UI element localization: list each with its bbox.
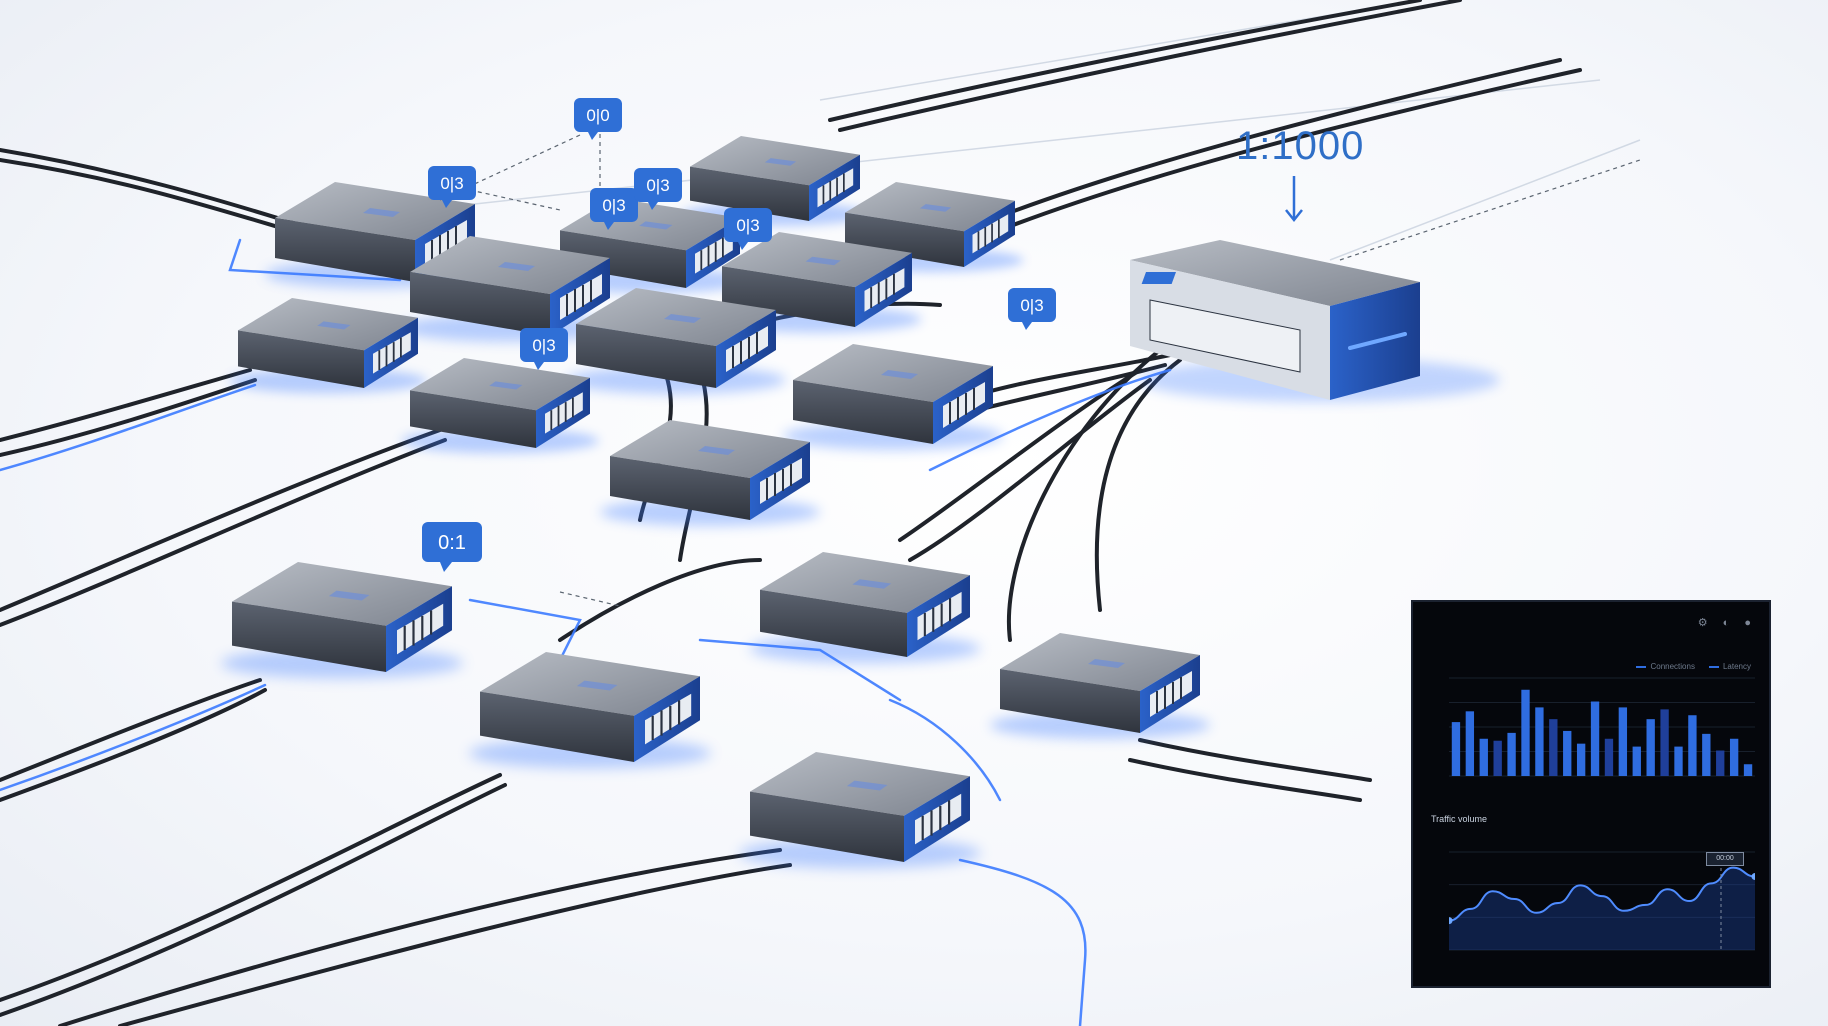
status-bubble[interactable]: 0|3 <box>1008 288 1056 330</box>
line-area <box>1449 867 1755 950</box>
bar <box>1729 738 1739 776</box>
bar <box>1576 743 1586 776</box>
bar <box>1604 738 1614 776</box>
scale-ratio-label: 1:1000 <box>1236 124 1365 168</box>
bubble-label: 0|3 <box>736 216 759 235</box>
status-bubble[interactable]: 0|3 <box>520 328 568 370</box>
bubble-label: 0|3 <box>440 174 463 193</box>
legend-item: Connections <box>1636 662 1694 671</box>
status-bubble[interactable]: 0|0 <box>574 98 622 140</box>
bar <box>1688 715 1697 776</box>
core-router <box>1130 240 1500 402</box>
bubble-label: 0|3 <box>646 176 669 195</box>
arrow-down-icon <box>1285 176 1303 223</box>
status-bubble[interactable]: 0|3 <box>590 188 638 230</box>
line-chart <box>1449 851 1755 951</box>
status-bubble[interactable]: 0:1 <box>422 522 482 572</box>
bar-chart <box>1449 677 1755 777</box>
chart-tooltip: 00:00 <box>1706 852 1744 866</box>
bar <box>1535 707 1544 776</box>
bar <box>1743 764 1753 776</box>
bar <box>1674 746 1683 776</box>
bar <box>1702 733 1711 776</box>
bar <box>1507 732 1516 776</box>
bar <box>1493 740 1502 776</box>
bar <box>1451 722 1461 776</box>
bubble-label: 0|3 <box>602 196 625 215</box>
bubble-label: 0:1 <box>438 532 466 554</box>
cables <box>0 0 1582 1026</box>
bar <box>1716 750 1725 776</box>
status-bubble[interactable]: 0|3 <box>634 168 682 210</box>
bar <box>1521 689 1530 776</box>
chart-legend: Connections Latency <box>1636 662 1751 671</box>
status-bubble[interactable]: 0|3 <box>428 166 476 208</box>
bubble-label: 0|3 <box>532 336 555 355</box>
series-line <box>1449 866 1755 922</box>
bar <box>1660 709 1669 776</box>
line-point <box>1751 873 1755 880</box>
bar <box>1618 707 1628 776</box>
line-point <box>1449 917 1453 925</box>
bar <box>1590 701 1600 776</box>
bubble-label: 0|0 <box>586 106 609 125</box>
bar <box>1563 730 1572 776</box>
panel-toolbar-icons[interactable]: ⚙ ◐ ● <box>1697 617 1757 629</box>
bubble-label: 0|3 <box>1020 296 1043 315</box>
monitoring-panel: ⚙ ◐ ● Connections Latency Traffic volume… <box>1411 600 1771 988</box>
status-bubble[interactable]: 0|3 <box>724 208 772 250</box>
bar <box>1549 719 1558 776</box>
section-title: Traffic volume <box>1431 814 1488 824</box>
bar <box>1632 746 1641 776</box>
legend-item: Latency <box>1709 662 1751 671</box>
bar <box>1479 738 1488 776</box>
bar <box>1465 711 1475 776</box>
bar <box>1646 719 1655 776</box>
